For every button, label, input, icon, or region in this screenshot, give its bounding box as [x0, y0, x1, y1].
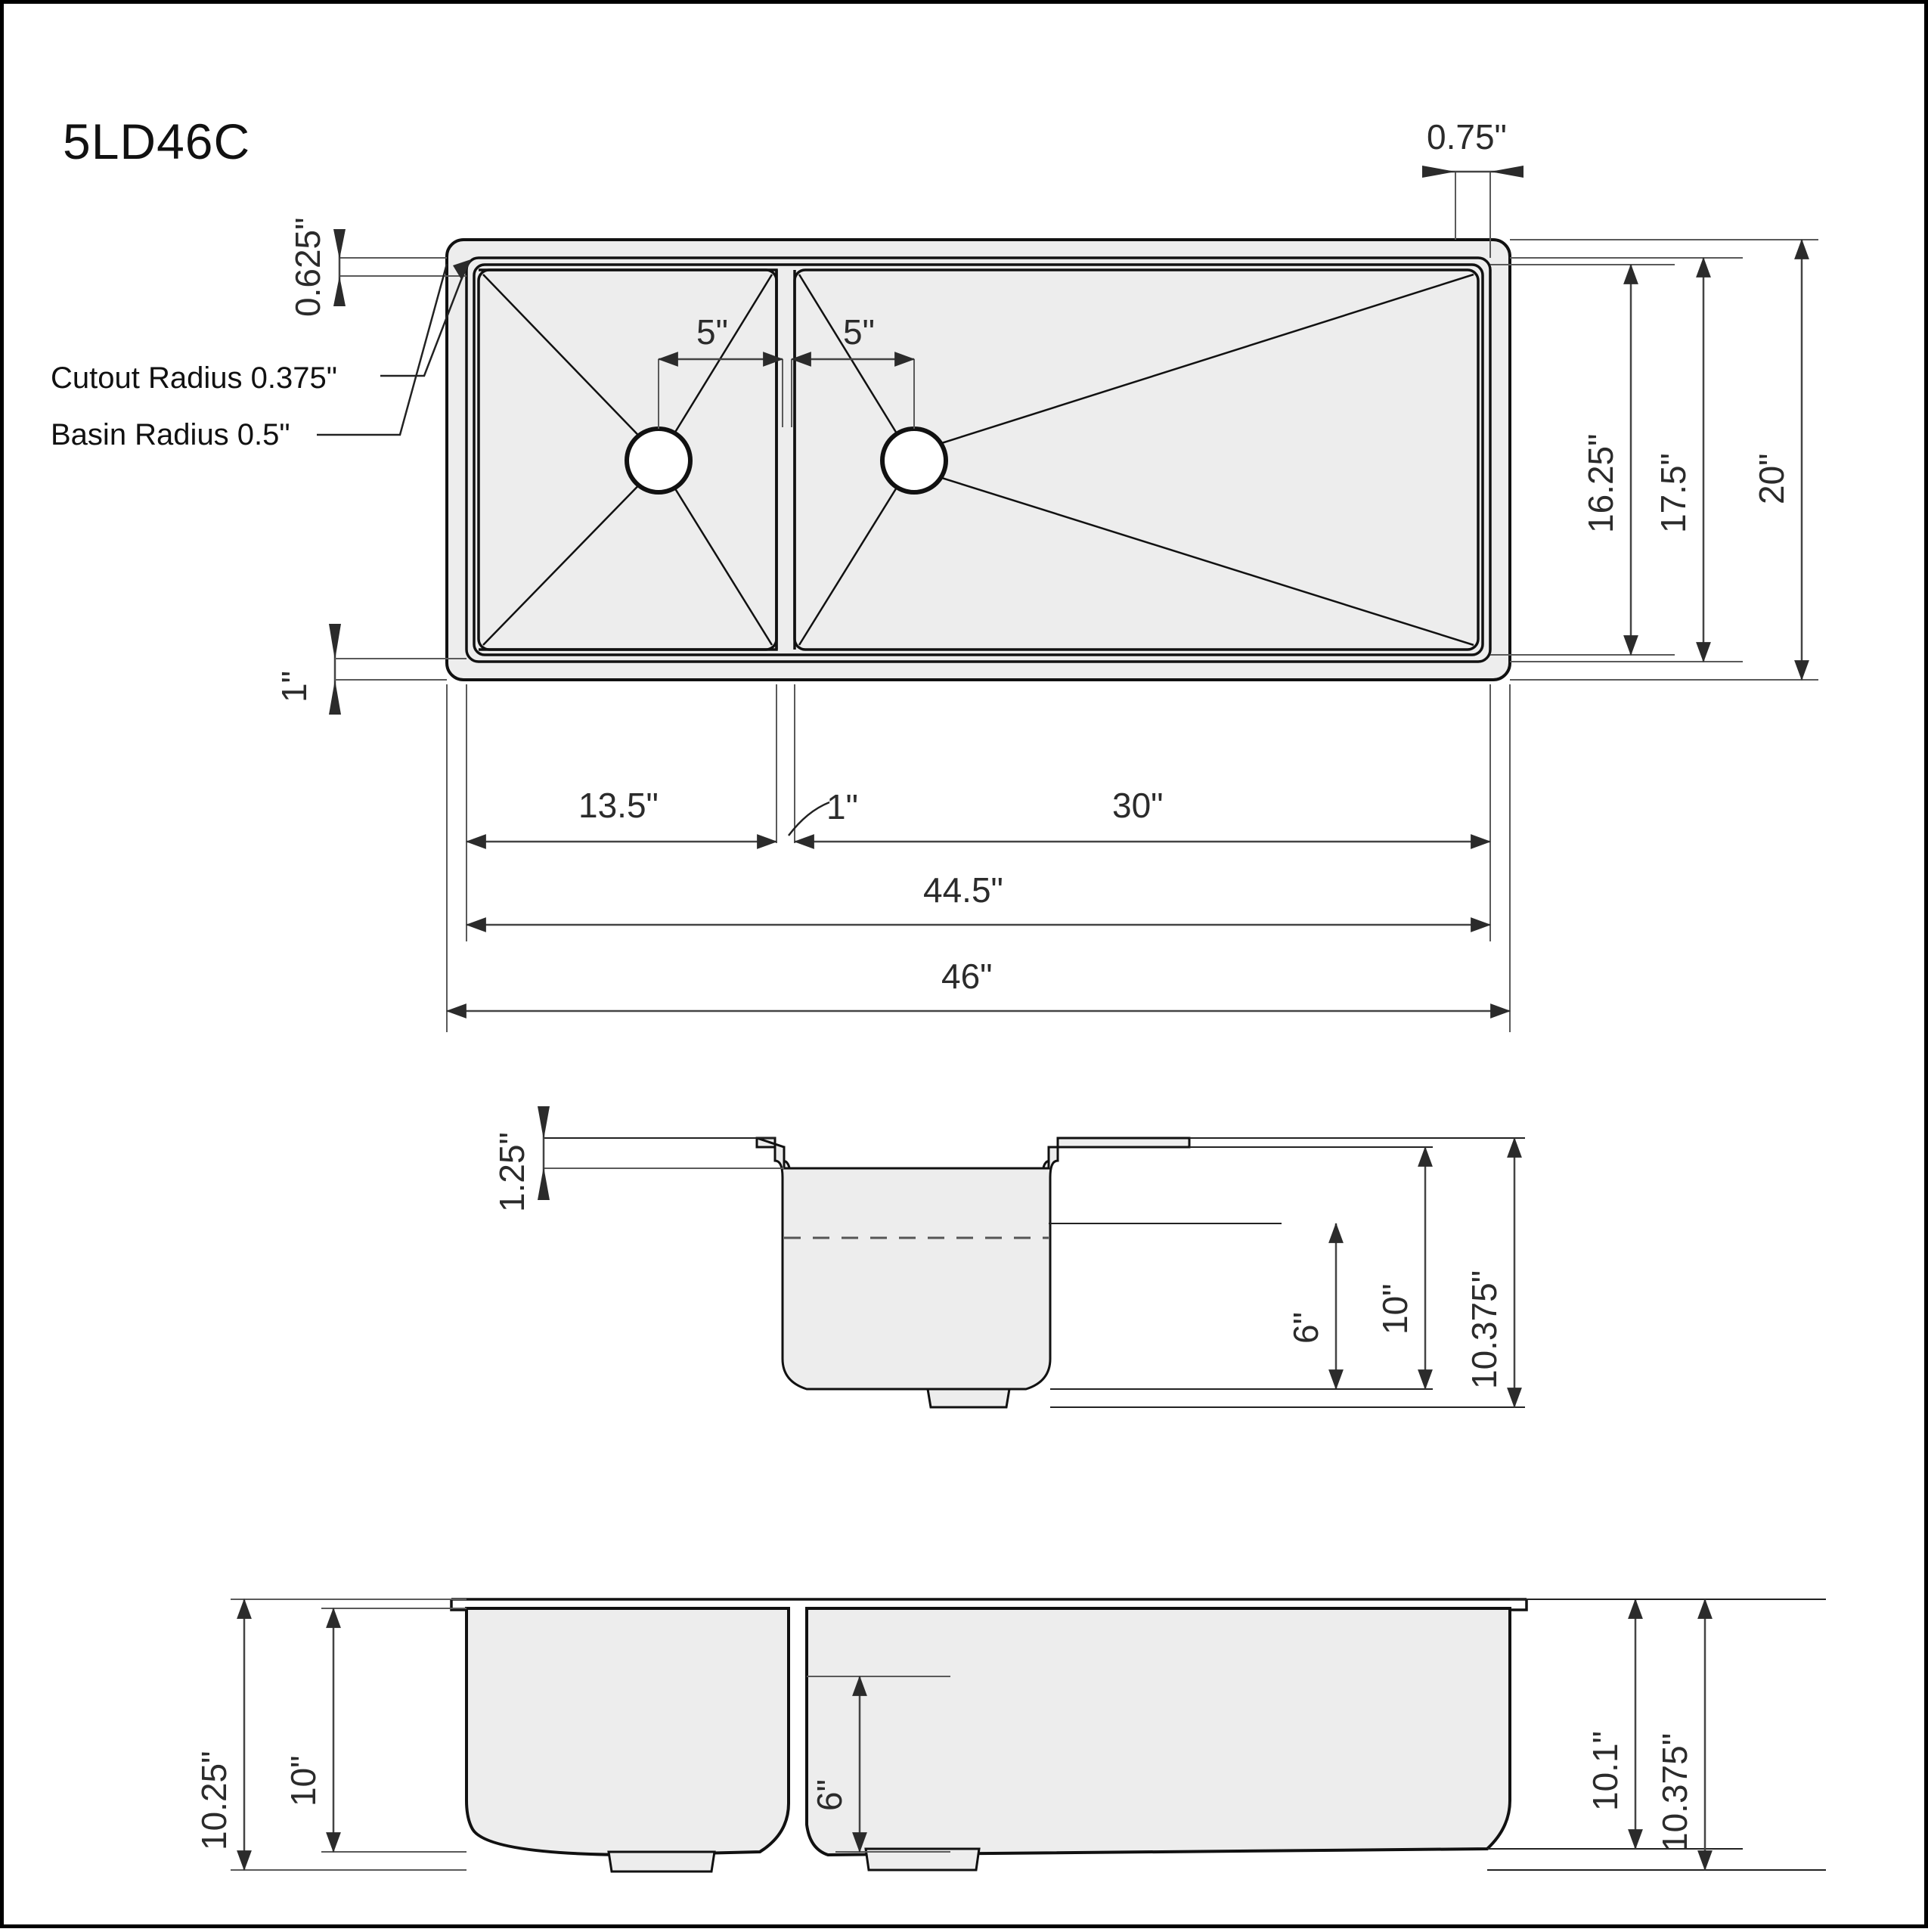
- dim-label-5in-right: 5": [843, 312, 875, 352]
- dim-label-1625: 16.25": [1581, 434, 1620, 533]
- dim-label-section-10: 10": [1375, 1284, 1415, 1335]
- arrow-125-a: [538, 1106, 550, 1140]
- dim-label-front-6: 6": [810, 1779, 849, 1811]
- dim-label-5in-left: 5": [696, 312, 728, 352]
- sink-basin-rim: [473, 263, 1484, 656]
- slope-line-right-br: [919, 470, 1474, 647]
- front-left-bowl: [465, 1607, 790, 1857]
- front-left-drain-stub: [607, 1850, 716, 1873]
- sink-outer-outline: [445, 238, 1511, 681]
- front-flange-right-end: [1510, 1599, 1528, 1611]
- cutout-radius-note: Cutout Radius 0.375": [51, 361, 337, 395]
- dim-label-front-10375: 10.375": [1655, 1733, 1694, 1852]
- section-view-group: 1.25" 6" 10" 10.375": [492, 1106, 1525, 1409]
- dim-label-front-10: 10": [284, 1756, 323, 1807]
- right-drain-circle: [880, 426, 948, 495]
- slope-line-right-bl: [798, 473, 907, 646]
- slope-line-right-tr: [919, 273, 1474, 451]
- dim-label-1in-left: 1": [274, 671, 314, 702]
- dim-label-135: 13.5": [578, 786, 659, 825]
- front-right-drain-stub: [864, 1847, 981, 1872]
- dim-label-20: 20": [1752, 454, 1791, 505]
- divider-1in-leader: [788, 801, 830, 836]
- arrow-075-a: [1422, 166, 1455, 178]
- cutout-radius-arrowhead: [453, 259, 471, 281]
- section-drain-stub: [926, 1388, 1011, 1409]
- arrow-1in-b: [329, 680, 341, 715]
- technical-drawing-canvas: 5LD46C: [51, 113, 1826, 1873]
- dim-label-front-101: 10.1": [1585, 1731, 1625, 1811]
- front-view-group: 6" 10.25" 10" 10.1" 10.375": [194, 1598, 1826, 1873]
- front-right-bowl: [805, 1607, 1511, 1857]
- basin-radius-leader: [317, 263, 448, 436]
- dim-label-section-10375: 10.375": [1465, 1270, 1504, 1389]
- slope-line-left-tl: [482, 274, 653, 451]
- page-title: 5LD46C: [63, 113, 250, 169]
- arrow-0625-a: [333, 229, 346, 259]
- sink-flange-line: [465, 256, 1492, 663]
- cutout-radius-leader: [380, 269, 467, 377]
- section-body: [756, 1137, 1191, 1391]
- arrow-0625-b: [333, 276, 346, 306]
- slope-line-left-bl: [482, 470, 653, 646]
- dim-label-30: 30": [1112, 786, 1164, 825]
- slope-line-left-br: [665, 473, 773, 646]
- arrow-125-b: [538, 1167, 550, 1200]
- dim-label-46: 46": [941, 957, 993, 996]
- dim-label-front-1025: 10.25": [194, 1751, 234, 1850]
- dim-label-175: 17.5": [1654, 453, 1693, 533]
- basin-radius-note: Basin Radius 0.5": [51, 418, 290, 451]
- arrow-1in-a: [329, 624, 341, 660]
- dim-label-section-6: 6": [1286, 1312, 1325, 1344]
- front-flange-left-end: [450, 1599, 467, 1611]
- dim-label-075: 0.75": [1427, 117, 1507, 157]
- dim-label-125: 1.25": [492, 1132, 532, 1212]
- dim-label-0625: 0.625": [288, 218, 327, 317]
- top-view-group: 5" 5" 0.75" 0.625": [51, 117, 1818, 1032]
- arrow-075-b: [1490, 166, 1523, 178]
- left-drain-circle: [625, 426, 693, 495]
- dim-label-445: 44.5": [923, 870, 1003, 910]
- dim-label-divider-1in: 1": [826, 787, 858, 826]
